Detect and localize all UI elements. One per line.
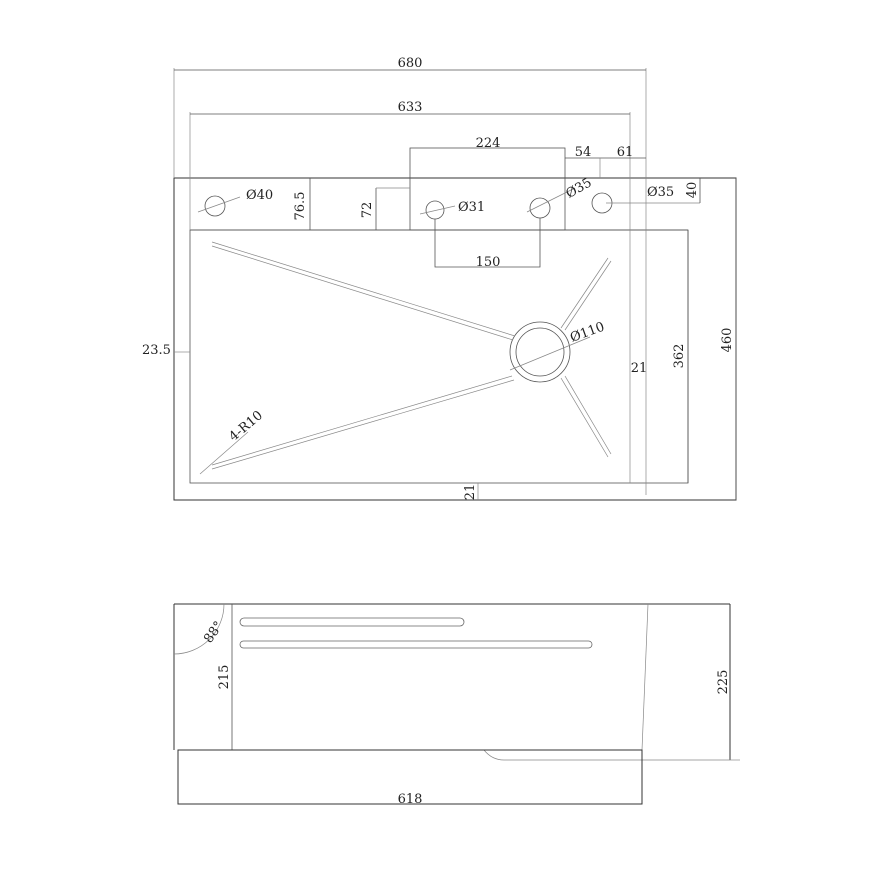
hole-35-right-label: Ø35 — [647, 185, 674, 200]
side-outlet — [483, 749, 730, 761]
drain: Ø110 — [509, 320, 607, 383]
hole-35-middle-circle — [529, 197, 551, 219]
groove-lower-right — [560, 377, 609, 458]
dim-72-label: 72 — [360, 202, 375, 219]
drain-leader — [509, 336, 591, 371]
drain-inner-circle — [515, 327, 565, 377]
dim-224-label: 224 — [476, 136, 501, 151]
groove-lower-left — [211, 375, 513, 466]
corner-radius-label: 4-R10 — [226, 408, 266, 445]
hole-31-centerline — [419, 205, 456, 215]
groove-upper-left — [211, 241, 516, 337]
corner-radius-leader — [199, 431, 249, 475]
hole-31-label: Ø31 — [458, 200, 485, 215]
hole-35-middle: Ø35 — [526, 175, 594, 219]
dim-680-label: 680 — [398, 56, 423, 71]
groove-upper-left-2 — [211, 245, 514, 341]
groove-upper-right — [560, 257, 609, 329]
hole-40: Ø40 — [197, 188, 273, 217]
dim-362-label: 362 — [672, 344, 687, 369]
hole-31-circle — [425, 200, 445, 220]
dim-40-label: 40 — [685, 182, 700, 199]
drainage-grooves — [211, 241, 612, 470]
groove-lower-right-2 — [564, 375, 612, 455]
dim-225-label: 225 — [716, 670, 731, 695]
hole-31: Ø31 — [419, 200, 485, 220]
groove-upper-right-2 — [564, 260, 612, 331]
base-plinth — [177, 749, 643, 805]
dim-150-label: 150 — [476, 255, 501, 270]
side-view: 618 88° 215 225 — [173, 603, 740, 807]
groove-lower-left-2 — [211, 379, 515, 470]
drain-label: Ø110 — [568, 320, 606, 346]
dim-633-label: 633 — [398, 100, 423, 115]
dim-21-right-label: 21 — [631, 361, 648, 376]
dim-618-label: 618 — [398, 792, 423, 807]
dim-23-5-label: 23.5 — [142, 343, 171, 358]
dim-460-label: 460 — [720, 328, 735, 353]
hole-40-circle — [204, 195, 226, 217]
angle-label: 88° — [201, 619, 227, 646]
dim-54-label: 54 — [575, 145, 592, 160]
side-slot-lower — [239, 640, 593, 649]
angle-arc — [173, 603, 225, 655]
hole-40-label: Ø40 — [246, 188, 273, 203]
dim-215-label: 215 — [217, 665, 232, 690]
side-slot-upper — [239, 617, 465, 627]
dim-61-label: 61 — [617, 145, 634, 160]
hole-35-middle-leader — [526, 187, 576, 213]
faucet-zone — [409, 147, 566, 231]
dim-21-bottom-label: 21 — [463, 484, 478, 501]
hole-40-centerline — [197, 196, 241, 213]
hole-35-middle-label: Ø35 — [563, 175, 594, 202]
side-taper — [641, 603, 649, 751]
drain-outer-circle — [509, 321, 571, 383]
dim-150-bracket — [434, 218, 541, 268]
hole-35-right: Ø35 — [591, 185, 700, 214]
sink-outline — [173, 177, 737, 501]
dim-76-5-label: 76.5 — [293, 192, 308, 221]
top-view: 680 633 224 54 61 Ø40 Ø31 Ø35 — [142, 56, 737, 501]
bowl-outline — [189, 229, 689, 484]
